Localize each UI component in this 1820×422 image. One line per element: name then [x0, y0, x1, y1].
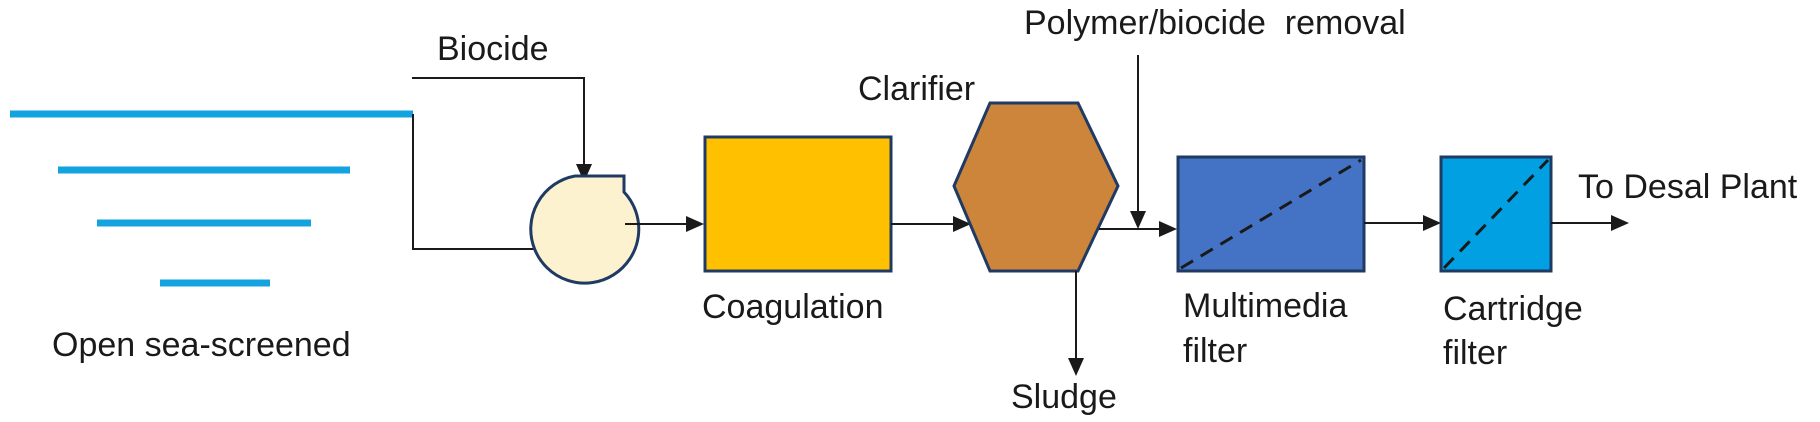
- coagulation-tank: [703, 135, 893, 273]
- cartridge-filter: [1439, 155, 1553, 273]
- cartridge-label-line2: filter: [1443, 334, 1507, 372]
- multimedia-label-line2: filter: [1183, 332, 1247, 370]
- source-label: Open sea-screened: [52, 326, 351, 364]
- open-sea-source: [10, 110, 413, 287]
- clarifier-hexagon: [952, 101, 1120, 273]
- coagulation-label: Coagulation: [702, 288, 883, 326]
- multimedia-label-line1: Multimedia: [1183, 287, 1347, 325]
- clarifier-label: Clarifier: [858, 70, 975, 108]
- cartridge-filter-media-line: [1442, 158, 1550, 270]
- multimedia-to-cartridge-arrowhead: [1423, 215, 1441, 231]
- biocide-line: [412, 77, 585, 166]
- polymer-removal-label: Polymer/biocide removal: [1024, 4, 1406, 42]
- to-desal-arrowhead: [1611, 215, 1629, 231]
- coagulation-to-clarifier-arrowhead: [953, 216, 971, 232]
- polymer-removal-arrowhead: [1130, 211, 1146, 229]
- cartridge-label-line1: Cartridge: [1443, 290, 1583, 328]
- pump: [529, 174, 641, 285]
- multimedia-filter-media-line: [1180, 158, 1362, 270]
- biocide-arrowhead: [576, 164, 592, 182]
- clarifier-to-multimedia-arrowhead: [1159, 221, 1177, 237]
- intake-line: [412, 114, 555, 250]
- biocide-label: Biocide: [437, 30, 549, 68]
- multimedia-filter: [1176, 155, 1366, 273]
- destination-label: To Desal Plant: [1578, 168, 1798, 206]
- sludge-arrowhead: [1068, 358, 1084, 376]
- pump-to-coagulation-arrowhead: [686, 216, 704, 232]
- pump-body: [529, 174, 641, 285]
- sludge-label: Sludge: [1011, 378, 1117, 416]
